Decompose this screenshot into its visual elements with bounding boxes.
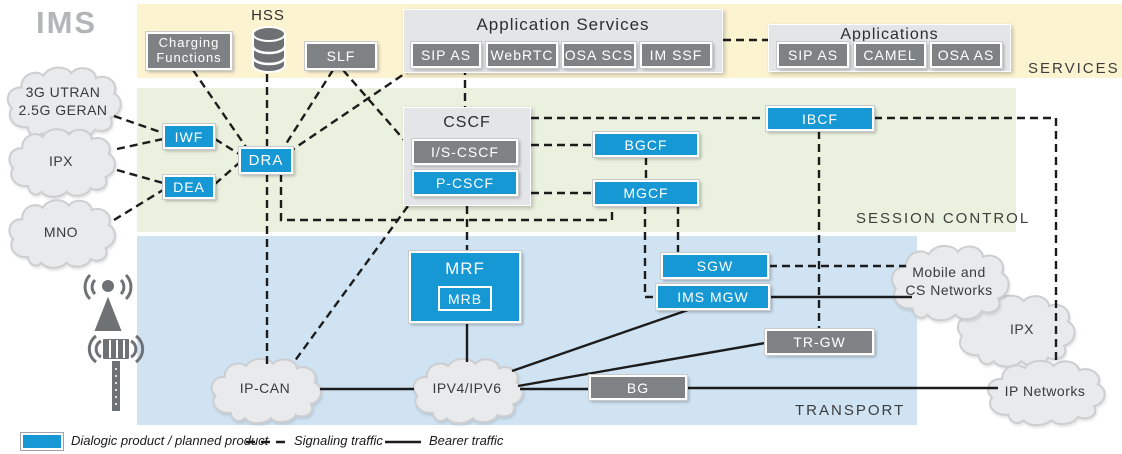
node-bgcf: BGCF (593, 132, 699, 157)
link-ibcf-ipnetworks (874, 116, 1058, 362)
link-ipx-dea (116, 168, 164, 185)
cloud-ip-networks-label: IP Networks (1004, 383, 1086, 399)
node-mrb: MRB (438, 286, 492, 311)
link-trgw-ipv4 (517, 341, 766, 388)
node-tr-gw: TR-GW (765, 329, 874, 355)
node-sip-as-1: SIP AS (411, 42, 481, 68)
cloud-ipv4-ipv6-label: IPV4/IPV6 (432, 380, 502, 396)
node-osa-as: OSA AS (930, 42, 1002, 68)
link-slf-dra (282, 69, 335, 148)
node-webrtc: WebRTC (486, 42, 558, 68)
legend-product-label: Dialogic product / planned product (71, 433, 269, 448)
session-control-band-label: SESSION CONTROL (856, 210, 1031, 227)
link-cscf-ipcan (293, 205, 409, 363)
link-charging-dra (192, 69, 247, 148)
node-ibcf: IBCF (766, 106, 874, 131)
legend-product-swatch (21, 433, 63, 450)
ims-logo: IMS (36, 5, 98, 40)
legend-signaling-label: Signaling traffic (294, 433, 383, 448)
hss-label: HSS (251, 7, 285, 24)
legend-bearer-label: Bearer traffic (429, 433, 504, 448)
link-mno-dea (113, 188, 164, 222)
hss-database-icon (251, 26, 287, 73)
node-p-cscf: P-CSCF (412, 170, 518, 196)
link-imsmgw-ipv4 (511, 308, 689, 373)
node-iwf: IWF (163, 124, 215, 149)
cscf-title: CSCF (443, 114, 491, 131)
cloud-ip-can-label: IP-CAN (239, 380, 291, 396)
node-sip-as-2: SIP AS (777, 42, 849, 68)
node-sgw: SGW (661, 253, 769, 279)
cell-tower-icon (87, 334, 145, 413)
link-slf-iscscf (342, 69, 406, 142)
transport-band-label: TRANSPORT (795, 402, 906, 419)
link-iwf-dra (214, 137, 240, 156)
applications-title: Applications (840, 26, 939, 43)
legend-signaling-line (246, 440, 286, 444)
node-mrf: MRF MRB (409, 251, 521, 323)
link-utran-iwf (113, 114, 164, 135)
node-im-ssf: IM SSF (640, 42, 712, 68)
application-services-title: Application Services (476, 15, 650, 34)
node-bg: BG (589, 375, 687, 400)
node-slf: SLF (305, 42, 377, 70)
node-dea: DEA (163, 175, 215, 199)
link-ipx-iwf (116, 137, 164, 151)
node-camel: CAMEL (854, 42, 926, 68)
legend-bearer-line (385, 440, 421, 444)
mrf-label: MRF (445, 259, 485, 278)
link-dea-dra (214, 162, 240, 185)
link-mgcf-imsmgw (643, 206, 656, 299)
node-ims-mgw: IMS MGW (656, 284, 770, 310)
node-dra: DRA (239, 147, 293, 174)
cloud-mno-label: MNO (43, 224, 79, 240)
cloud-ipx-left-label: IPX (48, 153, 74, 169)
node-is-cscf: I/S-CSCF (412, 139, 518, 165)
services-band-label: SERVICES (1028, 60, 1120, 77)
link-sipas-dra (291, 67, 414, 151)
node-mgcf: MGCF (593, 180, 699, 206)
antenna-icon (83, 273, 133, 333)
node-osa-scs: OSA SCS (562, 42, 636, 68)
link-dra-mgcf (279, 174, 614, 222)
legend: Dialogic product / planned product Signa… (0, 428, 1122, 454)
cloud-ipx-right-label: IPX (1009, 321, 1035, 337)
